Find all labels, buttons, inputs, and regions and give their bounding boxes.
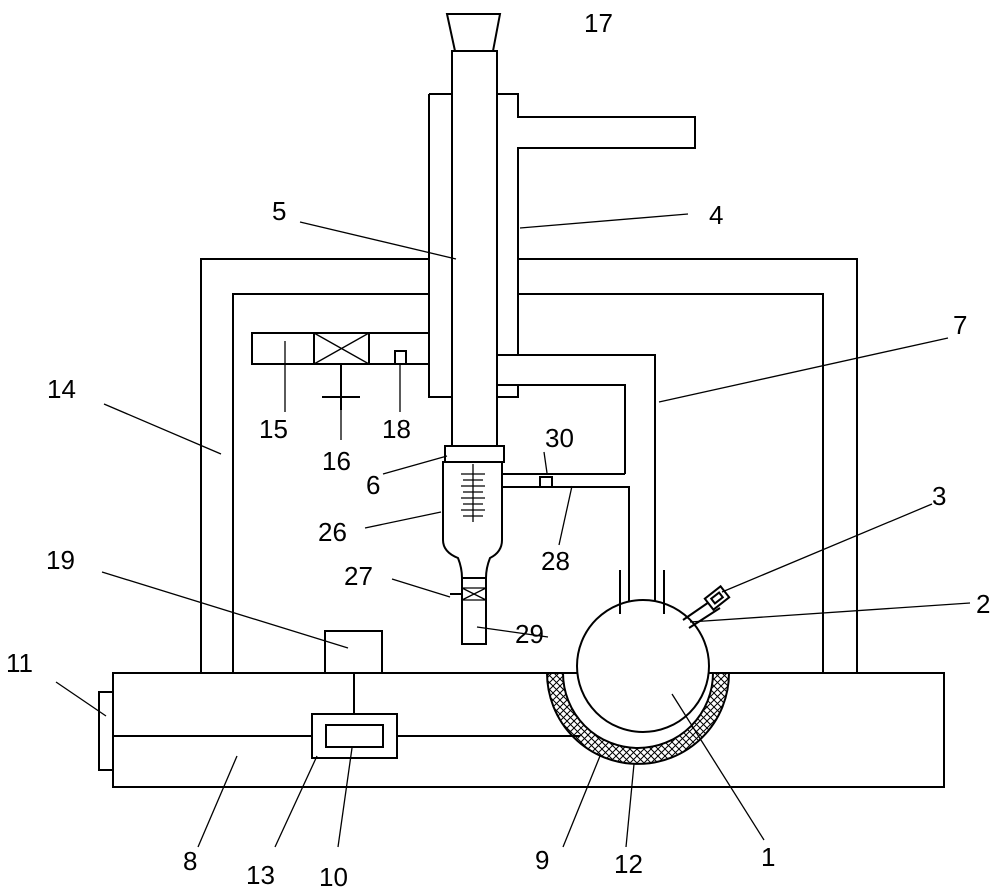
- label-8: 8: [183, 846, 197, 876]
- label-2: 2: [976, 589, 990, 619]
- label-1: 1: [761, 842, 775, 872]
- flask-neck: [628, 570, 656, 602]
- label-29: 29: [515, 619, 544, 649]
- connecting-tube: [500, 473, 625, 488]
- label-10: 10: [319, 862, 348, 892]
- condenser-jacket: [428, 93, 696, 398]
- base: [112, 672, 945, 788]
- controller: [325, 724, 384, 748]
- label-14: 14: [47, 374, 76, 404]
- label-15: 15: [259, 414, 288, 444]
- label-11: 11: [6, 648, 33, 678]
- label-13: 13: [246, 860, 275, 890]
- inner-tube: [451, 50, 498, 447]
- funnel: [445, 13, 502, 52]
- valve: [539, 476, 553, 488]
- heating-jacket: [545, 672, 731, 765]
- coil: [461, 473, 485, 517]
- label-28: 28: [541, 546, 570, 576]
- drain-tube: [461, 577, 487, 645]
- flask: [576, 599, 710, 733]
- label-26: 26: [318, 517, 347, 547]
- frame: [200, 258, 858, 673]
- sensor-box: [324, 630, 383, 674]
- side-arm: [682, 599, 721, 629]
- label-19: 19: [46, 545, 75, 575]
- label-16: 16: [322, 446, 351, 476]
- leader-lines: [55, 213, 971, 848]
- label-7: 7: [953, 310, 967, 340]
- label-3: 3: [932, 481, 946, 511]
- label-30: 30: [545, 423, 574, 453]
- neck-clamp: [619, 570, 665, 614]
- label-12: 12: [614, 849, 643, 879]
- label-18: 18: [382, 414, 411, 444]
- label-4: 4: [709, 200, 723, 230]
- label-9: 9: [535, 845, 549, 875]
- gear-cross: [313, 332, 370, 365]
- label-6: 6: [366, 470, 380, 500]
- receiver-cap: [444, 445, 505, 463]
- label-27: 27: [344, 561, 373, 591]
- side-knob: [98, 691, 114, 771]
- label-5: 5: [272, 196, 286, 226]
- side-stopper-inner: [709, 591, 725, 605]
- drain-valve: [461, 587, 487, 601]
- label-17: 17: [584, 8, 613, 38]
- small-sensor: [394, 350, 407, 365]
